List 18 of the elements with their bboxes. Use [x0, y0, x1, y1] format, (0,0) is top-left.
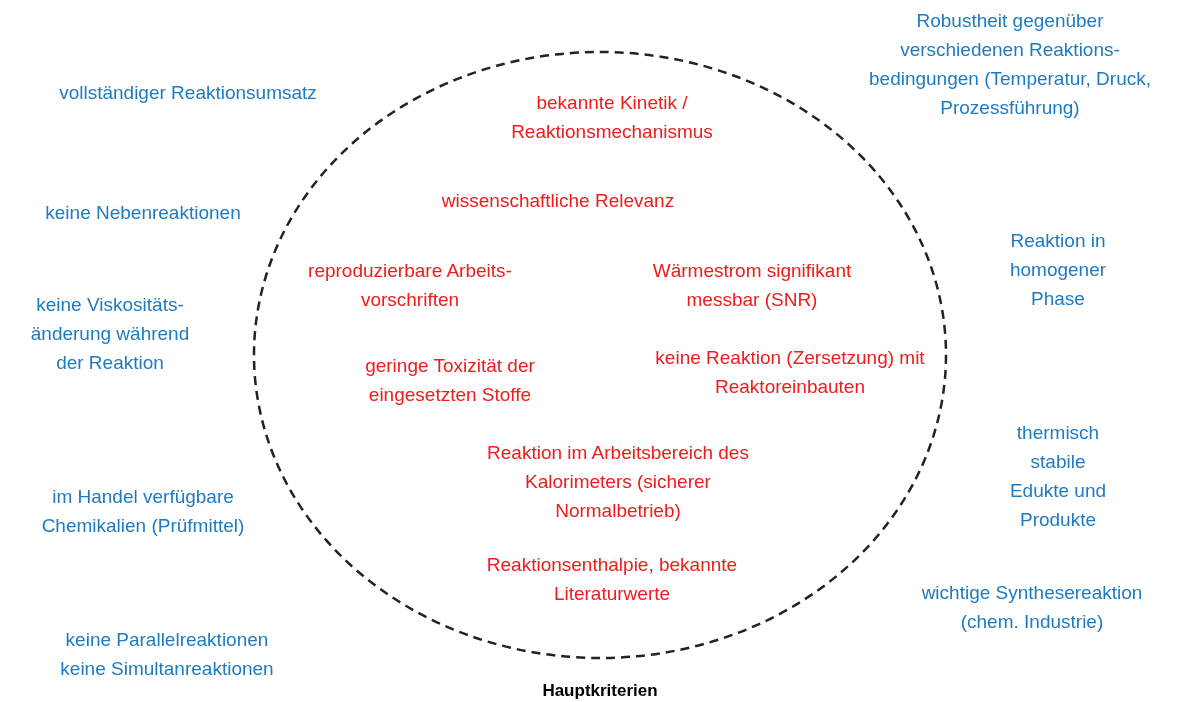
criterion-text: thermisch stabile Edukte und Produkte — [1008, 421, 1108, 532]
criterion-text: Wärmestrom signifikant messbar (SNR) — [651, 259, 853, 312]
criterion-text: wichtige Synthesereaktion (chem. Industrie) — [920, 581, 1144, 634]
criterion-text: keine Reaktion (Zersetzung) mit Reaktoreinbauten — [654, 346, 926, 399]
criterion-text: keine Viskositäts- änderung während der Reaktion — [29, 293, 191, 375]
criterion-text: bekannte Kinetik / Reaktionsmechanismus — [510, 91, 714, 144]
caption-text: Hauptkriterien — [541, 680, 659, 702]
criterion-text: keine Nebenreaktionen — [44, 201, 242, 225]
criterion-text: keine Parallelreaktionen keine Simultanreaktionen — [59, 628, 275, 681]
criterion-text: im Handel verfügbare Chemikalien (Prüfmittel) — [40, 485, 246, 538]
criterion-text: geringe Toxizität der eingesetzten Stoffe — [364, 354, 536, 407]
criterion-text: Robustheit gegenüber verschiedenen Reaktions- bedingungen (Temperatur, Druck, Prozessführung) — [868, 9, 1152, 120]
criterion-text: Reaktionsenthalpie, bekannte Literaturwerte — [485, 553, 739, 606]
criterion-text: reproduzierbare Arbeits- vorschriften — [307, 259, 513, 312]
criterion-text: Reaktion im Arbeitsbereich des Kalorimeters (sicherer Normalbetrieb) — [486, 441, 750, 523]
criterion-text: wissenschaftliche Relevanz — [440, 189, 676, 213]
criterion-text: vollständiger Reaktionsumsatz — [58, 81, 318, 105]
criterion-text: Reaktion in homogener Phase — [1008, 229, 1108, 311]
